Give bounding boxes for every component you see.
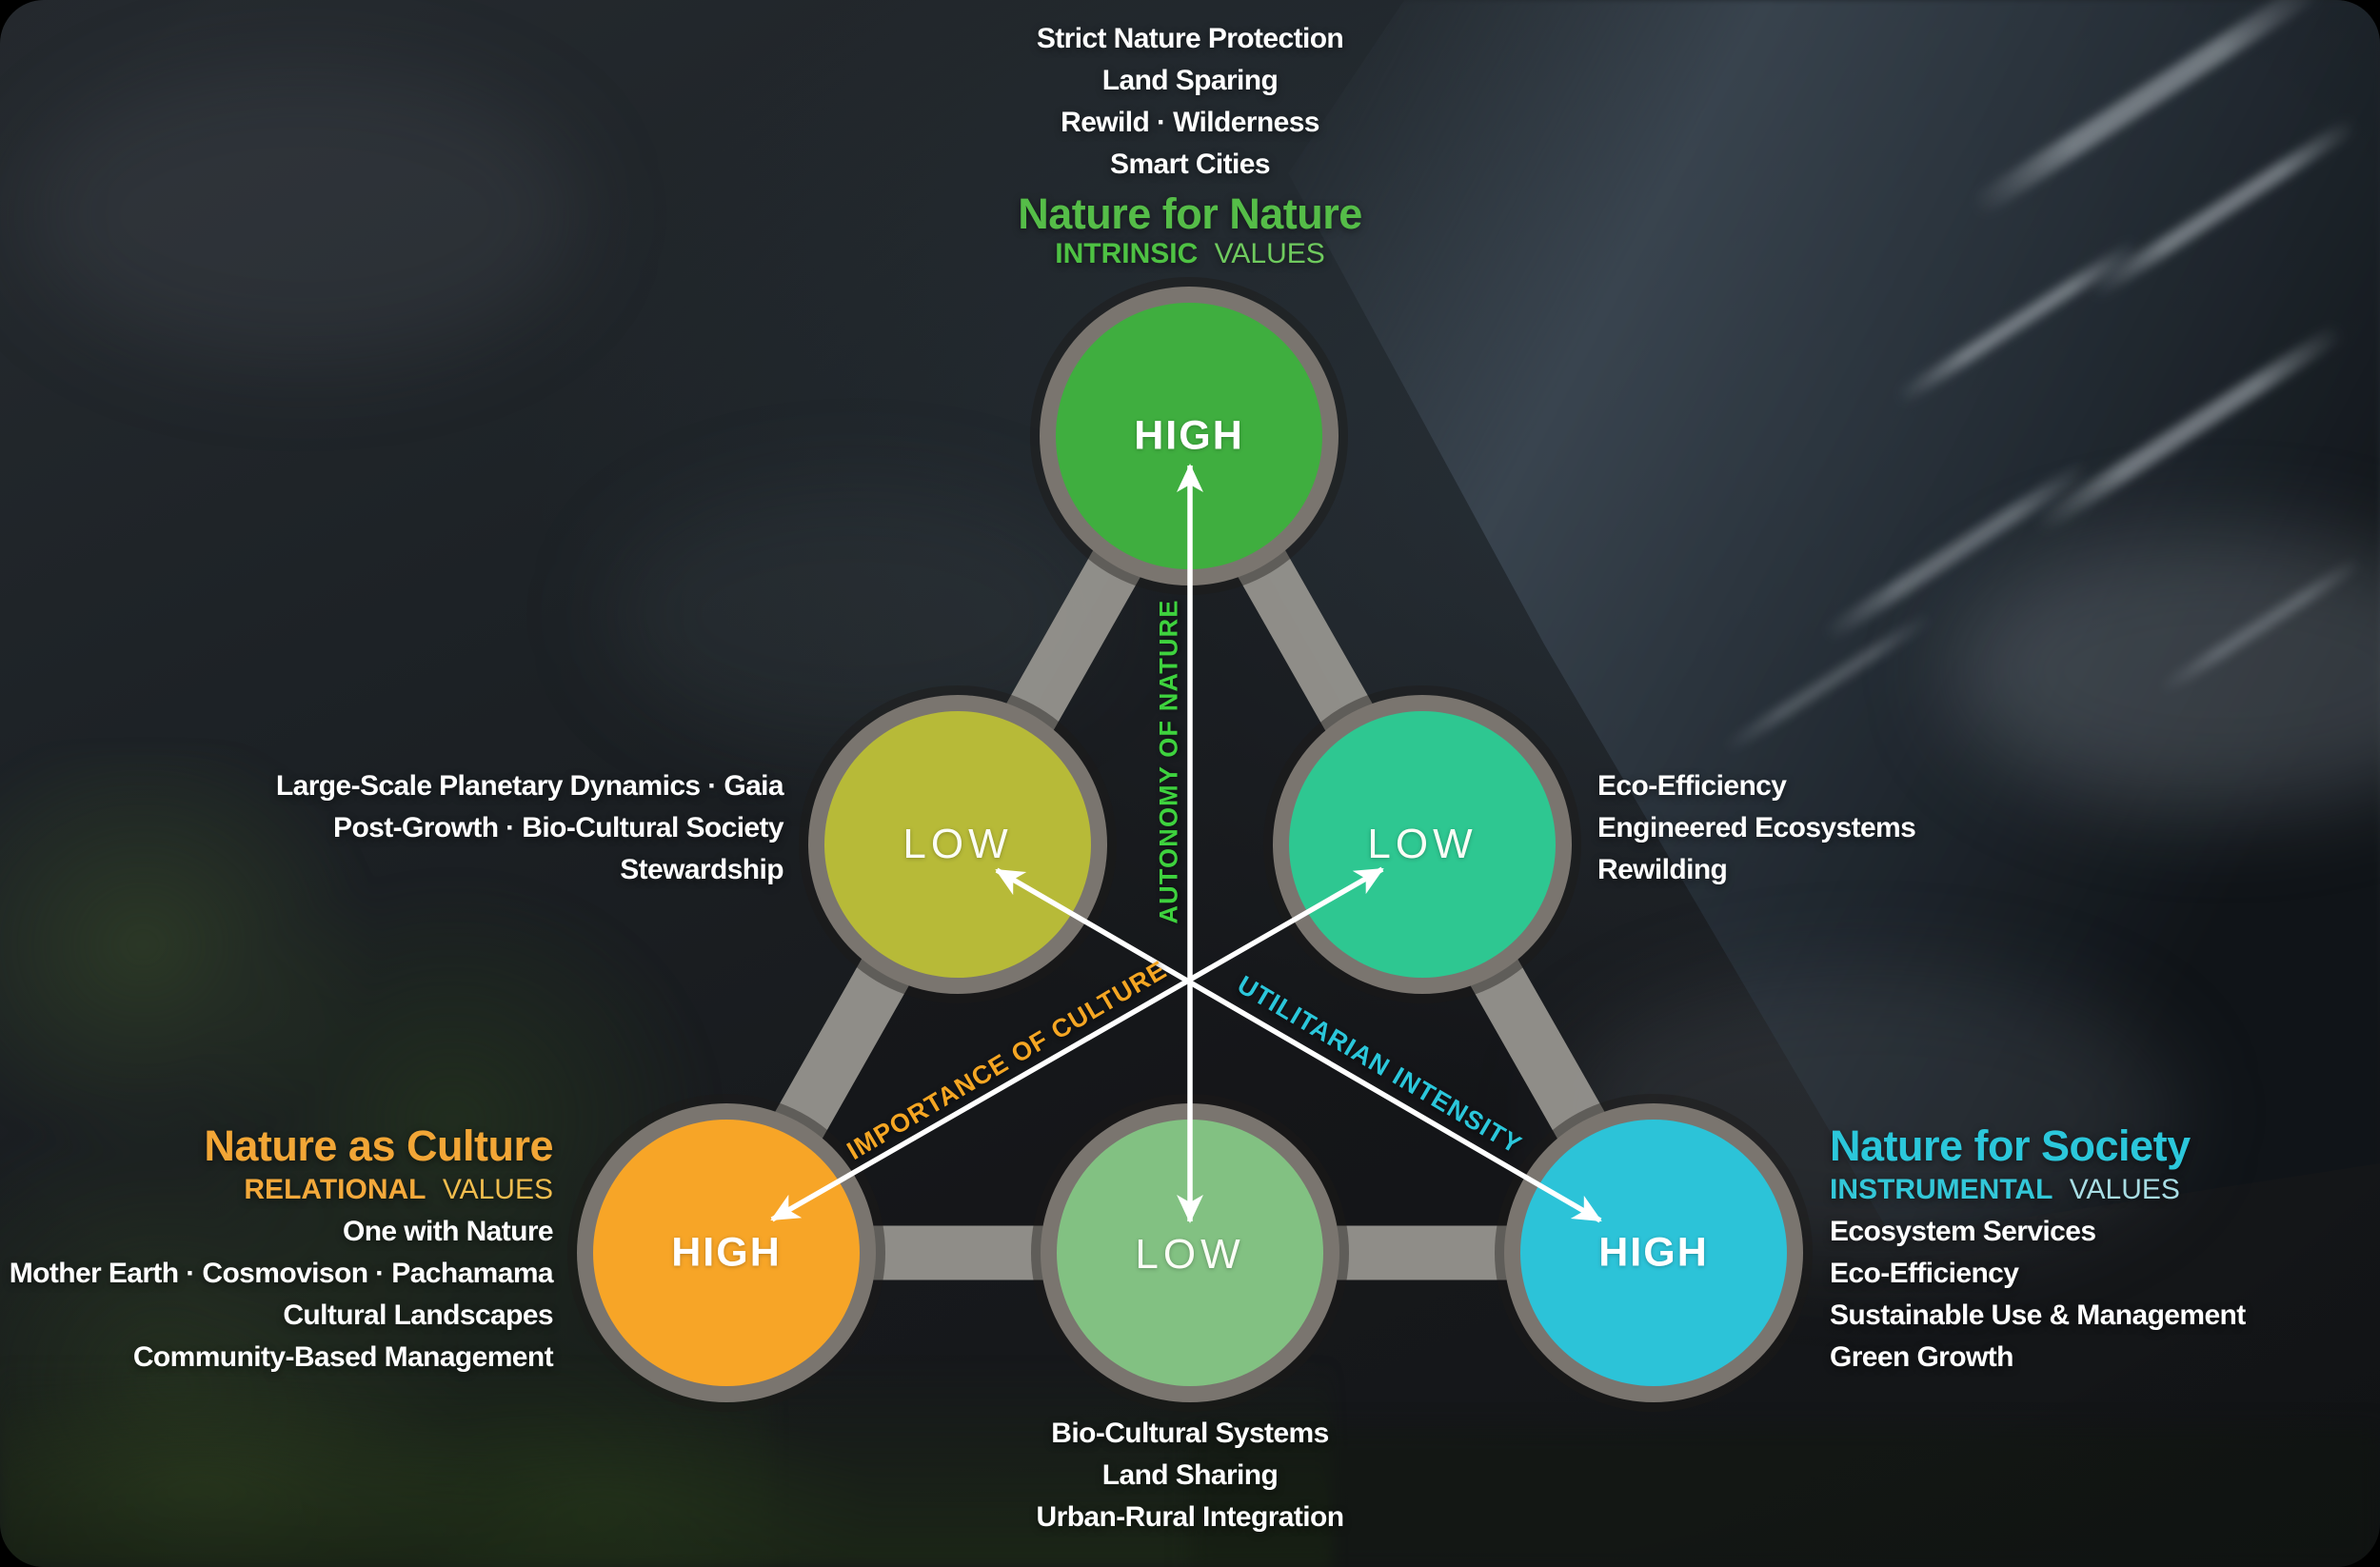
list-item: One with Nature [342, 1216, 554, 1247]
values-word: VALUES [1214, 238, 1325, 269]
culture-axis-arrow [770, 866, 1384, 1222]
axis-arrows [770, 464, 1602, 1223]
list-item: Stewardship [620, 854, 783, 885]
values-keyword: INSTRUMENTAL [1830, 1174, 2053, 1205]
node-circle-top [1056, 303, 1322, 569]
biocultural-systems-list: Bio-Cultural Systems Land Sharing Urban-… [1037, 1413, 1344, 1538]
values-keyword: RELATIONAL [244, 1174, 426, 1205]
list-item: Post-Growth · Bio-Cultural Society [333, 812, 784, 843]
values-keyword: INTRINSIC [1055, 238, 1199, 269]
perspective-title-nature-for-nature: Nature for Nature [1018, 189, 1362, 238]
perspective-item-list: One with Nature Mother Earth · Cosmoviso… [9, 1211, 554, 1379]
list-item: Urban-Rural Integration [1036, 1501, 1344, 1533]
perspective-item-list: Ecosystem Services Eco-Efficiency Sustai… [1830, 1211, 2246, 1379]
perspective-title-nature-as-culture: Nature as Culture [204, 1121, 553, 1170]
list-item: Smart Cities [1110, 149, 1270, 180]
list-item: Large-Scale Planetary Dynamics · Gaia [275, 770, 784, 802]
perspective-values-relational: RELATIONAL VALUES [10, 1171, 553, 1209]
list-item: Sustainable Use & Management [1830, 1299, 2246, 1331]
values-word: VALUES [442, 1174, 553, 1205]
list-item: Rewilding [1597, 854, 1728, 885]
list-item: Green Growth [1830, 1341, 2013, 1373]
perspective-values-instrumental: INSTRUMENTAL VALUES [1830, 1171, 2246, 1209]
perspective-values-intrinsic: INTRINSIC VALUES [1018, 237, 1362, 271]
nature-for-society-block: Nature for Society INSTRUMENTAL VALUES E… [1830, 1121, 2246, 1379]
list-item: Community-Based Management [132, 1341, 554, 1373]
list-item: Ecosystem Services [1830, 1216, 2096, 1247]
node-top [1030, 277, 1348, 595]
node-level-mid-right: LOW [1367, 821, 1478, 867]
list-item: Eco-Efficiency [1597, 770, 1787, 802]
perspective-title-nature-for-society: Nature for Society [1830, 1121, 2191, 1170]
nature-as-culture-block: Nature as Culture RELATIONAL VALUES One … [9, 1121, 554, 1379]
planetary-dynamics-list: Large-Scale Planetary Dynamics · Gaia Po… [275, 765, 784, 891]
list-item: Mother Earth · Cosmovison · Pachamama [9, 1258, 554, 1289]
list-item: Land Sharing [1101, 1459, 1279, 1491]
node-level-bottom-right: HIGH [1598, 1229, 1709, 1276]
list-item: Engineered Ecosystems [1597, 812, 1916, 843]
list-item: Strict Nature Protection [1036, 23, 1344, 54]
nature-for-nature-block: Strict Nature Protection Land Sparing Re… [1018, 18, 1362, 271]
node-level-mid-left: LOW [902, 821, 1013, 867]
list-item: Eco-Efficiency [1830, 1258, 2019, 1289]
node-level-bottom-left: HIGH [671, 1229, 782, 1276]
axis-label-autonomy-of-nature: AUTONOMY OF NATURE [1154, 599, 1183, 924]
node-level-bottom-center: LOW [1135, 1231, 1245, 1278]
engineered-ecosystems-list: Eco-Efficiency Engineered Ecosystems Rew… [1597, 765, 1916, 891]
list-item: Cultural Landscapes [283, 1299, 553, 1331]
list-item: Bio-Cultural Systems [1051, 1418, 1329, 1449]
list-item: Rewild · Wilderness [1061, 107, 1319, 138]
node-level-top: HIGH [1134, 412, 1244, 459]
list-item: Land Sparing [1101, 65, 1279, 96]
values-word: VALUES [2069, 1174, 2180, 1205]
